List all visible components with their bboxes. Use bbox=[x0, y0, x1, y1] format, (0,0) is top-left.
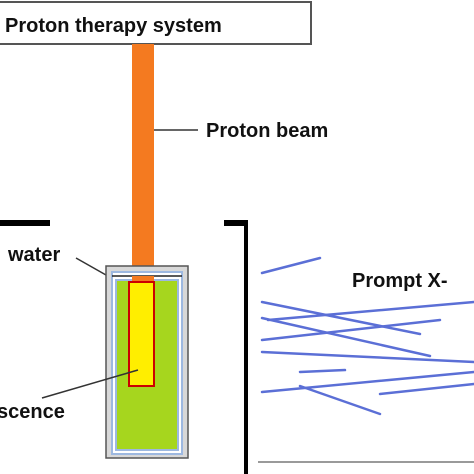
proton-beam bbox=[132, 44, 154, 282]
xray-line bbox=[266, 300, 474, 322]
luminescence-label-leader bbox=[41, 369, 139, 399]
enclosure-left-lid bbox=[0, 220, 50, 226]
xray-line bbox=[260, 300, 422, 336]
xray-line bbox=[378, 382, 474, 396]
xray-line bbox=[298, 368, 347, 374]
prompt-xray-lines bbox=[260, 256, 474, 416]
xray-line bbox=[260, 370, 474, 394]
scintillator bbox=[128, 281, 155, 387]
prompt-xray-label: Prompt X- bbox=[352, 270, 448, 292]
water-label: water bbox=[7, 244, 60, 266]
xray-line bbox=[260, 350, 474, 364]
proton-therapy-system-box bbox=[0, 1, 312, 45]
proton-beam-in-phantom bbox=[132, 276, 154, 282]
xray-line bbox=[298, 384, 382, 416]
xray-line bbox=[260, 316, 432, 358]
proton-therapy-system-label: Proton therapy system bbox=[5, 15, 222, 37]
xray-line bbox=[260, 256, 322, 275]
xray-line bbox=[260, 318, 442, 342]
luminescence-label: scence bbox=[0, 401, 65, 423]
water-label-leader bbox=[75, 257, 107, 276]
proton-beam-label: Proton beam bbox=[206, 120, 328, 142]
enclosure-right-lid bbox=[224, 220, 248, 226]
